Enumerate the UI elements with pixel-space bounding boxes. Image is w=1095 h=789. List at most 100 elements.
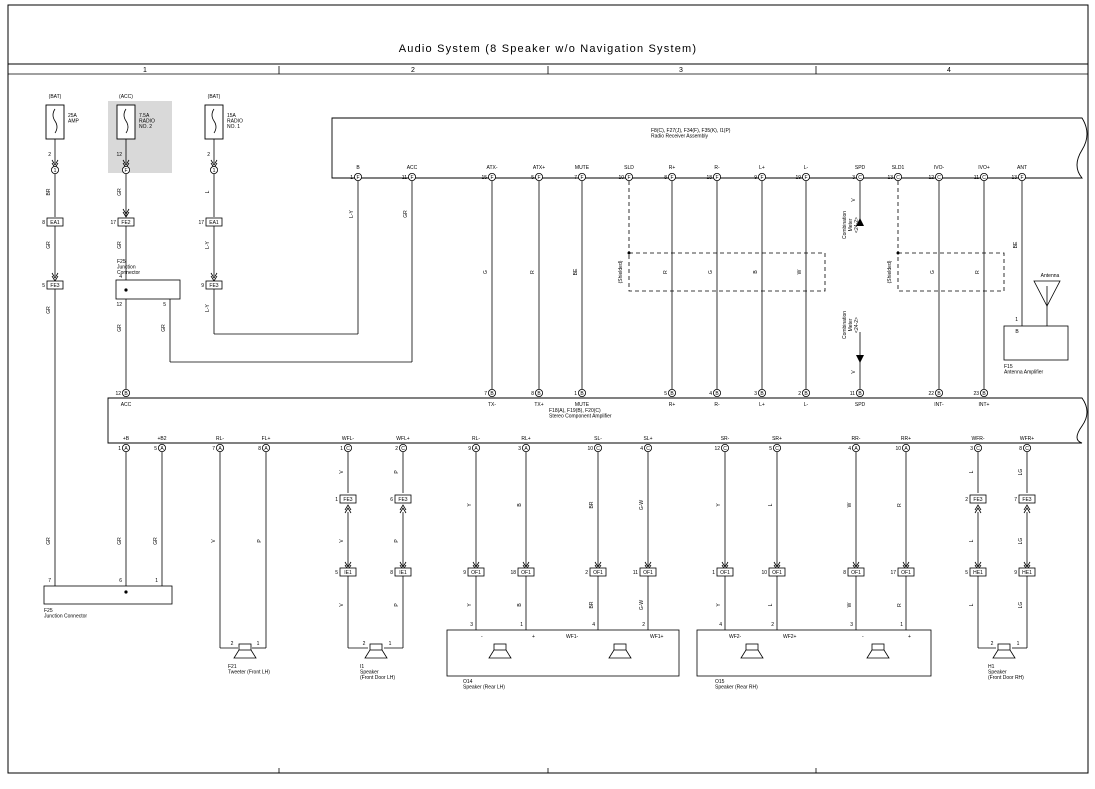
amp-bottom-terminal-pin: 5: [154, 446, 157, 452]
wire-color: BR: [46, 188, 52, 195]
amp-name-line: Stereo Component Amplifier: [549, 414, 612, 420]
connector-mid-box: [1018, 494, 1036, 504]
wire-color: L-Y: [205, 303, 211, 311]
connector-mid-id: HE1: [973, 570, 983, 576]
amp-bottom-terminal-pin: 12: [714, 446, 720, 452]
connector-arrow: [344, 504, 352, 514]
amp-top-terminal-pin: 11: [850, 391, 855, 397]
amp-bottom-terminal-conn: A: [524, 446, 528, 452]
amp-bottom-terminal-pin: 4: [848, 446, 851, 452]
radio-terminal-conn: C: [937, 175, 941, 181]
wire-color: GR: [117, 188, 123, 196]
amp-name-line: F18(A), F19(B), F20(C): [549, 408, 601, 414]
amp-bottom-terminal-circle: [157, 443, 166, 452]
amp-top-terminal-name: TX+: [534, 402, 543, 408]
fuse-label-line: AMP: [68, 119, 80, 125]
connector-mid-box: [394, 567, 412, 577]
amp-bottom-terminal-conn: A: [124, 446, 128, 452]
speaker-mark: -: [481, 634, 483, 640]
radio-terminal-conn: F: [627, 175, 630, 181]
shielded-label: (Shielded): [887, 260, 893, 283]
speaker-label-line: H1: [988, 664, 995, 670]
radio-terminal-name: IVO+: [978, 165, 990, 171]
amp-bottom-terminal-name: +B: [123, 436, 130, 442]
junction-top-box: [115, 279, 181, 300]
radio-terminal-circle: [535, 172, 544, 181]
junction-bottom-box: [43, 585, 173, 605]
connector-mid-box: [517, 567, 535, 577]
amp-bottom-terminal-circle: [522, 443, 531, 452]
amp-bottom-terminal-name: +B2: [157, 436, 166, 442]
connector-mid-box: [639, 567, 657, 577]
amp-bottom-terminal-conn: C: [976, 446, 980, 452]
amp-top-terminal-circle: [122, 388, 131, 397]
connector-mid-id: IE1: [399, 570, 407, 576]
amp-bottom-terminal-circle: [1023, 443, 1032, 452]
amp-top-terminal-name: MUTE: [575, 402, 590, 408]
fuse-pin: 2: [207, 152, 210, 158]
radio-name: F8(C), F27(J), F34(F), F35(K), I1(P)Radi…: [651, 128, 731, 140]
radio-terminal-name: ATX+: [533, 165, 545, 171]
connector-mid-pin: 9: [463, 570, 466, 576]
radio-terminal-pin: 5: [531, 175, 534, 181]
connector-mid-id: FE3: [973, 497, 982, 503]
wire-color: V: [211, 539, 217, 543]
wire-color: GR: [117, 324, 123, 332]
speaker-label-line: Tweeter (Front LH): [228, 670, 270, 676]
fuse-element: [123, 108, 129, 134]
speaker-label-line: O14: [463, 679, 473, 685]
wire-color: BE: [573, 268, 579, 275]
fuse-pin: 12: [116, 152, 122, 158]
amp-top-terminal-name: R-: [714, 402, 720, 408]
amp-top-terminal-circle: [935, 388, 944, 397]
speaker-magnet: [613, 643, 627, 651]
speaker-pin: 2: [771, 622, 774, 628]
radio-terminal-pin: 7: [574, 175, 577, 181]
amp-top-terminal-circle: [980, 388, 989, 397]
wire-color: L-Y: [205, 240, 211, 248]
amp-bottom-terminal-name: RR+: [901, 436, 911, 442]
connector-mid-id: FE3: [398, 497, 407, 503]
fuse-body: [116, 104, 136, 140]
radio-terminal-conn: F: [356, 175, 359, 181]
radio-terminal-pin: 19: [795, 175, 801, 181]
radio-terminal-circle: [802, 172, 811, 181]
radio-terminal-name: L-: [804, 165, 809, 171]
wire-color: GR: [117, 241, 123, 249]
radio-terminal-pin: 13: [887, 175, 893, 181]
radio-terminal-conn: F: [760, 175, 763, 181]
antenna-amp-label-line: F15: [1004, 364, 1013, 370]
speaker-pin: 2: [231, 641, 234, 647]
connector-mid-box: [847, 567, 865, 577]
meter-arrow-down: [856, 355, 864, 363]
wire-color: B: [517, 603, 523, 607]
connector-mid-id: OF1: [643, 570, 653, 576]
wire-color: L: [205, 190, 211, 193]
amp-name: F18(A), F19(B), F20(C)Stereo Component A…: [549, 408, 612, 420]
speaker-cone: [866, 649, 890, 659]
amp-top-terminal-name: SPD: [855, 402, 866, 408]
meter-line: Meter: [848, 318, 854, 331]
radio-terminal-circle: [668, 172, 677, 181]
amp-top-terminal-pin: 7: [484, 391, 487, 397]
radio-terminal-conn: C: [982, 175, 986, 181]
speaker-pin: 4: [719, 622, 722, 628]
radio-terminal-circle: [578, 172, 587, 181]
amp-top-terminal-conn: B: [490, 391, 494, 397]
wire-color: G-W: [639, 500, 645, 511]
speaker-cone: [740, 649, 764, 659]
amp-top-terminal-circle: [668, 388, 677, 397]
stereo-amplifier: [107, 397, 1088, 444]
connector-top-id: FE2: [121, 220, 130, 226]
amp-top-terminal-pin: 1: [574, 391, 577, 397]
speaker-label-line: (Front Door RH): [988, 675, 1024, 681]
connector-mid-id: IE1: [344, 570, 352, 576]
wire-color: G: [708, 270, 714, 274]
fuse-body: [204, 104, 224, 140]
wire-color: R: [897, 503, 903, 507]
wire-color: V: [339, 470, 345, 474]
amp-bottom-terminal-pin: 10: [895, 446, 901, 452]
radio-terminal-circle: [1018, 172, 1027, 181]
